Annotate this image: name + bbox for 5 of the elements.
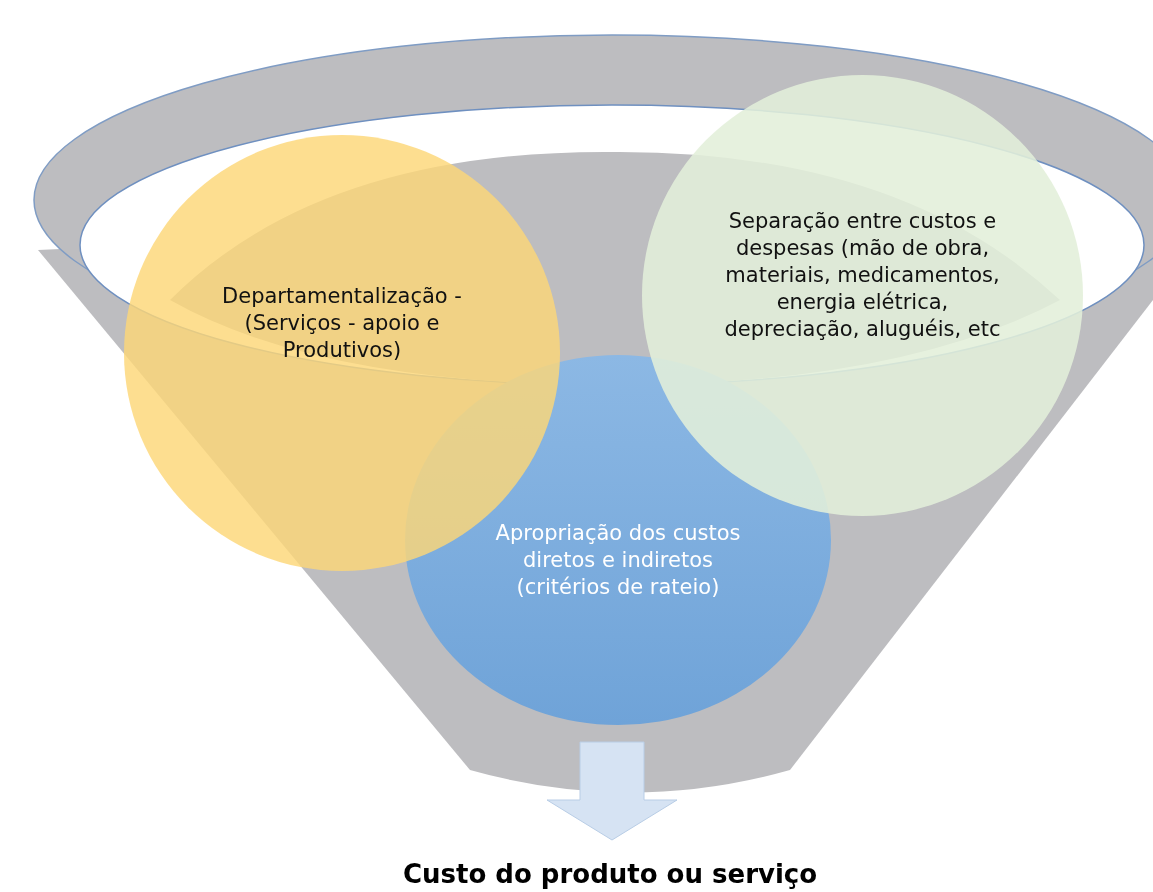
block-arrow [546,741,678,841]
result-label: Custo do produto ou serviço [330,842,890,892]
circle-label: Departamentalização - (Serviços - apoio e Produtivos) [221,282,463,364]
circle-label: Separação entre custos e despesas (mão de obra, materiais, medicamentos, energia elétrica, depreciação, aluguéis, etc [723,208,1002,343]
circle-label: Apropriação dos custos diretos e indiretos (critérios de rateio) [494,519,742,601]
